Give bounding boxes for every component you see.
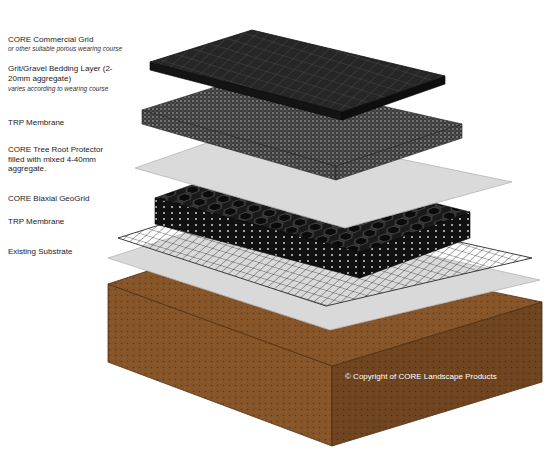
layer-label: TRP Membrane — [8, 118, 64, 128]
layer-label: CORE Tree Root Protector filled with mix… — [8, 145, 118, 174]
layer-label: TRP Membrane — [8, 217, 64, 227]
layer-label: CORE Biaxial GeoGrid — [8, 194, 89, 204]
layer-label: CORE Commercial Grid — [8, 35, 93, 45]
layer-label: Existing Substrate — [8, 247, 72, 257]
layer-note: varies according to wearing course — [8, 85, 108, 93]
layer-note: or other suitable porous wearing course — [8, 45, 122, 53]
layer-label: Grit/Gravel Bedding Layer (2-20mm aggreg… — [8, 64, 130, 83]
copyright-notice: © Copyright of CORE Landscape Products — [345, 372, 497, 382]
paver-grid — [150, 30, 445, 120]
